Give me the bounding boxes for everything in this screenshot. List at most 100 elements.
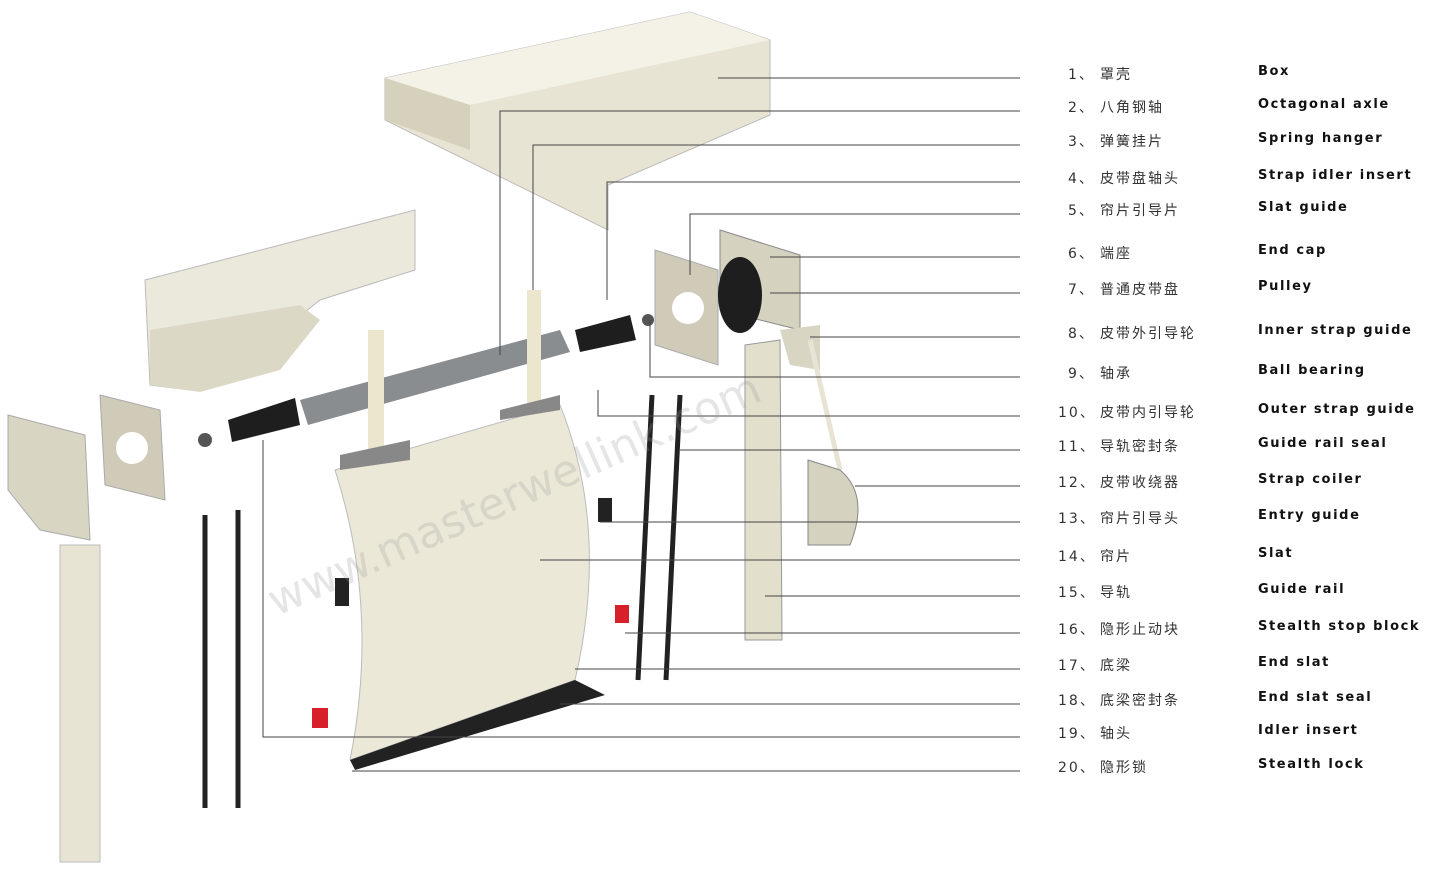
legend-row: 8、皮带外引导轮 Inner strap guide <box>1058 323 1438 343</box>
legend-row: 12、皮带收绕器 Strap coiler <box>1058 472 1438 492</box>
part-name-en: Guide rail seal <box>1258 436 1388 451</box>
part-label-cn: 2、 <box>1068 100 1095 116</box>
part-name-en: Pulley <box>1258 279 1313 294</box>
part-label-cn: 15、 <box>1058 585 1096 601</box>
part-label-cn: 20、 <box>1058 760 1096 776</box>
part-name-cn: 底梁 <box>1100 658 1132 674</box>
part-label-cn: 7、 <box>1068 282 1095 298</box>
part-name-cn: 底梁密封条 <box>1100 693 1180 709</box>
part-slat-curtain <box>334 395 612 770</box>
leader-line <box>499 110 1020 355</box>
part-name-cn: 皮带内引导轮 <box>1100 405 1196 421</box>
part-left-bracket <box>7 414 101 863</box>
leader-lines <box>262 77 1020 772</box>
part-label-cn: 9、 <box>1068 366 1095 382</box>
legend-row: 11、导轨密封条 Guide rail seal <box>1058 436 1438 456</box>
part-stop-block <box>312 708 328 728</box>
part-name-en: Spring hanger <box>1258 131 1384 146</box>
part-stop-block <box>615 605 629 623</box>
part-name-en: Idler insert <box>1258 723 1359 738</box>
legend-row: 14、帘片 Slat <box>1058 546 1438 566</box>
part-octagonal-axle <box>198 314 654 447</box>
part-name-cn: 帘片引导头 <box>1100 511 1180 527</box>
legend-row: 4、皮带盘轴头 Strap idler insert <box>1058 168 1438 188</box>
part-label-cn: 1、 <box>1068 67 1095 83</box>
part-box <box>384 11 771 231</box>
part-name-en: Slat <box>1258 546 1294 561</box>
legend-row: 20、隐形锁 Stealth lock <box>1058 757 1438 777</box>
part-name-en: Entry guide <box>1258 508 1361 523</box>
part-name-cn: 端座 <box>1100 246 1132 262</box>
part-label-cn: 12、 <box>1058 475 1096 491</box>
part-name-cn: 导轨密封条 <box>1100 439 1180 455</box>
leader-line <box>689 213 1020 275</box>
part-label-cn: 10、 <box>1058 405 1096 421</box>
leader-line <box>532 144 1020 290</box>
legend-row: 6、端座 End cap <box>1058 243 1438 263</box>
part-name-en: Slat guide <box>1258 200 1349 215</box>
part-guide-rail <box>744 325 820 641</box>
leader-line <box>649 320 1020 378</box>
part-name-cn: 轴承 <box>1100 366 1132 382</box>
part-label-cn: 19、 <box>1058 726 1096 742</box>
part-name-cn: 帘片 <box>1100 549 1132 565</box>
part-label-cn: 4、 <box>1068 171 1095 187</box>
part-label-cn: 8、 <box>1068 326 1095 342</box>
part-name-en: Octagonal axle <box>1258 97 1390 112</box>
part-name-en: Strap idler insert <box>1258 168 1413 183</box>
part-name-en: End slat seal <box>1258 690 1373 705</box>
part-label-cn: 6、 <box>1068 246 1095 262</box>
legend-row: 9、轴承 Ball bearing <box>1058 363 1438 383</box>
legend-row: 7、普通皮带盘 Pulley <box>1058 279 1438 299</box>
legend-row: 10、皮带内引导轮 Outer strap guide <box>1058 402 1438 422</box>
part-end-cap-left <box>99 394 166 501</box>
part-name-cn: 轴头 <box>1100 726 1132 742</box>
part-name-cn: 隐形止动块 <box>1100 622 1180 638</box>
part-name-cn: 帘片引导片 <box>1100 203 1180 219</box>
part-name-en: Guide rail <box>1258 582 1346 597</box>
part-label-cn: 5、 <box>1068 203 1095 219</box>
part-front-cover <box>144 209 416 392</box>
part-name-cn: 普通皮带盘 <box>1100 282 1180 298</box>
part-name-cn: 皮带盘轴头 <box>1100 171 1180 187</box>
part-end-cap-right <box>654 229 801 366</box>
legend-row: 17、底梁 End slat <box>1058 655 1438 675</box>
part-name-cn: 弹簧挂片 <box>1100 134 1164 150</box>
part-label-cn: 13、 <box>1058 511 1096 527</box>
part-label-cn: 11、 <box>1058 439 1096 455</box>
part-name-en: Strap coiler <box>1258 472 1363 487</box>
part-name-cn: 罩壳 <box>1100 67 1132 83</box>
legend-row: 13、帘片引导头 Entry guide <box>1058 508 1438 528</box>
legend-row: 5、帘片引导片 Slat guide <box>1058 200 1438 220</box>
part-name-cn: 八角钢轴 <box>1100 100 1164 116</box>
part-name-en: Box <box>1258 64 1291 79</box>
leader-line <box>262 440 1020 738</box>
part-name-en: End slat <box>1258 655 1330 670</box>
legend-row: 18、底梁密封条 End slat seal <box>1058 690 1438 710</box>
part-label-cn: 16、 <box>1058 622 1096 638</box>
part-label-cn: 17、 <box>1058 658 1096 674</box>
part-name-en: Ball bearing <box>1258 363 1366 378</box>
part-label-cn: 14、 <box>1058 549 1096 565</box>
part-name-en: End cap <box>1258 243 1327 258</box>
part-name-cn: 皮带收绕器 <box>1100 475 1180 491</box>
leader-line <box>597 390 1020 417</box>
part-spring-hanger <box>368 290 541 450</box>
legend-row: 2、八角钢轴 Octagonal axle <box>1058 97 1438 117</box>
legend-row: 19、轴头 Idler insert <box>1058 723 1438 743</box>
legend-row: 16、隐形止动块 Stealth stop block <box>1058 619 1438 639</box>
leader-line <box>606 181 1020 300</box>
part-name-en: Stealth stop block <box>1258 619 1421 634</box>
part-name-cn: 皮带外引导轮 <box>1100 326 1196 342</box>
part-label-cn: 3、 <box>1068 134 1095 150</box>
part-label-cn: 18、 <box>1058 693 1096 709</box>
part-name-en: Inner strap guide <box>1258 323 1413 338</box>
part-name-cn: 隐形锁 <box>1100 760 1148 776</box>
part-name-en: Stealth lock <box>1258 757 1365 772</box>
legend-row: 1、罩壳 Box <box>1058 64 1438 84</box>
part-name-en: Outer strap guide <box>1258 402 1416 417</box>
legend-row: 3、弹簧挂片 Spring hanger <box>1058 131 1438 151</box>
part-strap-coiler <box>807 339 859 546</box>
